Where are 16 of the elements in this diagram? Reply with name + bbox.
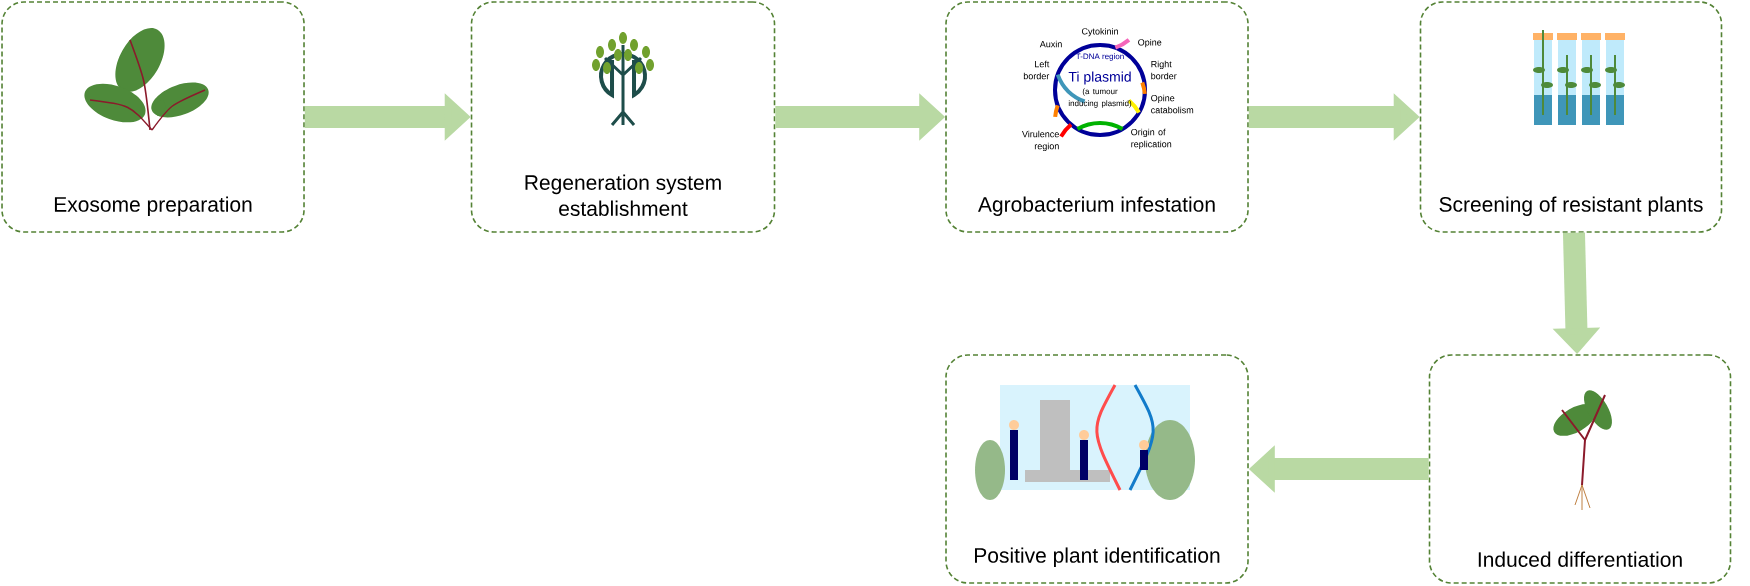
process-box: Positive plant identification <box>945 354 1249 584</box>
plasmid-label: Ti plasmid <box>1068 71 1131 85</box>
process-box: Induced differentiation <box>1428 354 1732 584</box>
plasmid-label: Origin of replication <box>1131 128 1172 150</box>
plasmid-label: Opine <box>1138 38 1162 48</box>
plasmid-label: Auxin <box>1039 40 1062 48</box>
process-box: Exosome preparation <box>1 1 305 233</box>
plasmid-label: Virulence region <box>1022 130 1059 152</box>
plasmid-label: Opine catabolism <box>1151 94 1194 114</box>
plasmid-label: Cytokinin <box>1081 27 1118 37</box>
process-box: Regeneration system establishment <box>470 1 776 233</box>
plasmid-label: T-DNA region <box>1075 53 1124 61</box>
process-box: Screening of resistant plants <box>1419 1 1723 233</box>
plasmid-label: Left border <box>1023 60 1050 80</box>
plasmid-label: (a tumour inducing plasmid) <box>1068 88 1132 108</box>
plasmid-label: Right border <box>1151 60 1177 80</box>
